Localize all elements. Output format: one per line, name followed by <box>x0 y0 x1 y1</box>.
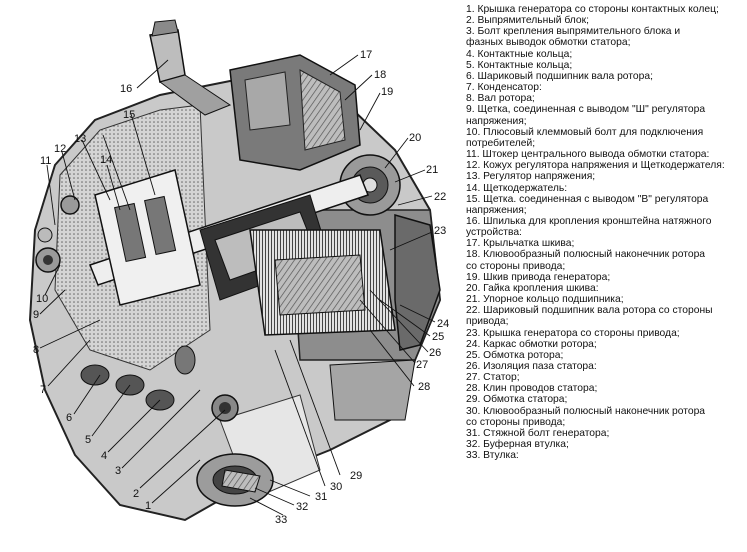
callout-29: 29 <box>350 470 362 482</box>
callout-10: 10 <box>36 293 48 305</box>
legend-item: 19. Шкив привода генератора; <box>466 271 611 283</box>
callout-4: 4 <box>101 450 107 462</box>
legend-item: 29. Обмотка статора; <box>466 394 568 406</box>
legend-item: 11. Штокер центрального вывода обмотки с… <box>466 149 710 161</box>
rear-terminals <box>35 195 80 273</box>
callout-6: 6 <box>66 412 72 424</box>
callout-27: 27 <box>416 359 428 371</box>
mounting-stud <box>149 19 232 116</box>
legend-item: 12. Кожух регулятора напряжения и Щеткод… <box>466 160 725 172</box>
legend-item: 27. Статор; <box>466 372 520 384</box>
callout-12: 12 <box>54 143 66 155</box>
callout-3: 3 <box>115 465 121 477</box>
callout-30: 30 <box>330 481 342 493</box>
drive-end-cover <box>229 54 361 171</box>
callout-22: 22 <box>434 191 446 203</box>
legend-item: 28. Клин проводов статора; <box>466 383 598 395</box>
legend-item: 1. Крышка генератора со стороны контактн… <box>466 4 719 15</box>
callout-33: 33 <box>275 514 287 526</box>
callout-14: 14 <box>100 154 112 166</box>
legend-item: напряжения; <box>466 115 527 127</box>
legend-item: 10. Плюсовый клеммовый болт для подключе… <box>466 126 704 138</box>
brush-holder-assembly <box>94 169 201 306</box>
legend-item: 6. Шариковый подшипник вала ротора; <box>466 70 653 82</box>
stator-winding <box>249 229 396 336</box>
alternator-cutaway-drawing: 1 2 3 4 5 6 7 8 9 10 11 12 13 14 15 16 1… <box>28 19 449 526</box>
callout-21: 21 <box>426 164 438 176</box>
legend-item: 32. Буферная втулка; <box>466 439 569 451</box>
legend-item: 17. Крыльчатка шкива; <box>466 238 575 250</box>
legend-item: 24. Каркас обмотки ротора; <box>466 338 597 350</box>
leader-lines <box>39 54 436 516</box>
legend-item: 20. Гайка кропления шкива: <box>466 282 599 294</box>
legend-item: со стороны привода; <box>466 260 566 272</box>
legend-item: 22. Шариковый подшипник вала ротора со с… <box>466 305 713 317</box>
legend-item: 9. Щетка, соединенная с выводом "Ш" регу… <box>466 104 706 116</box>
parts-legend: 1. Крышка генератора со стороны контактн… <box>466 4 746 461</box>
legend-item: 21. Упорное кольцо подшипника; <box>466 294 624 306</box>
legend-item: 4. Контактные кольца; <box>466 48 573 60</box>
callout-5: 5 <box>85 434 91 446</box>
legend-item: 33. Втулка: <box>466 450 519 462</box>
callout-labels: 1 2 3 4 5 6 7 8 9 10 11 12 13 14 15 16 1… <box>33 49 449 526</box>
legend-item: 16. Шпилька для кропления кронштейна нат… <box>466 215 712 227</box>
callout-20: 20 <box>409 132 421 144</box>
callout-32: 32 <box>296 501 308 513</box>
legend-item: фазных выводок обмотки статора; <box>466 37 631 49</box>
legend-item: 23. Крышка генератора со стороны привода… <box>466 327 680 339</box>
callout-9: 9 <box>33 309 39 321</box>
callout-17: 17 <box>360 49 372 61</box>
callout-7: 7 <box>40 384 46 396</box>
callout-26: 26 <box>429 347 441 359</box>
legend-item: 7. Конденсатор: <box>466 82 542 94</box>
callout-24: 24 <box>437 318 449 330</box>
legend-item: 15. Щетка. соединенная с выводом "В" рег… <box>466 193 709 205</box>
legend-item: 2. Выпрямительный блок; <box>466 15 590 27</box>
legend-item: 14. Щеткодержатель: <box>466 182 568 194</box>
callout-15: 15 <box>123 109 135 121</box>
legend-item: напряжения; <box>466 204 527 216</box>
legend-item: потребителей; <box>466 137 536 149</box>
callout-2: 2 <box>133 488 139 500</box>
callout-25: 25 <box>432 331 444 343</box>
buffer-bushing <box>196 453 274 507</box>
legend-item: со стороны привода; <box>466 416 566 428</box>
callout-1: 1 <box>145 500 151 512</box>
legend-item: 3. Болт крепления выпрямительного блока … <box>466 26 681 38</box>
legend-item: 5. Контактные кольца; <box>466 59 573 71</box>
legend-item: привода; <box>466 316 509 328</box>
legend-item: 18. Клювообразный полюсный наконечник ро… <box>466 249 706 261</box>
legend-item: 25. Обмотка ротора; <box>466 349 564 361</box>
callout-8: 8 <box>33 344 39 356</box>
legend-item: 26. Изоляция паза статора: <box>466 361 597 372</box>
callout-16: 16 <box>120 83 132 95</box>
drive-end-housing <box>329 214 441 421</box>
callout-19: 19 <box>381 86 393 98</box>
callout-31: 31 <box>315 491 327 503</box>
legend-item: 30. Клювообразный полюсный наконечник ро… <box>466 405 706 417</box>
callout-11: 11 <box>40 155 51 167</box>
legend-item: 8. Вал ротора; <box>466 93 535 105</box>
legend-item: 13. Регулятор напряжения; <box>466 171 596 183</box>
callout-13: 13 <box>74 133 86 145</box>
callout-28: 28 <box>418 381 430 393</box>
legend-item: 31. Стяжной болт генератора; <box>466 427 610 439</box>
callout-18: 18 <box>374 69 386 81</box>
legend-item: устройства: <box>466 227 522 239</box>
callout-23: 23 <box>434 225 446 237</box>
